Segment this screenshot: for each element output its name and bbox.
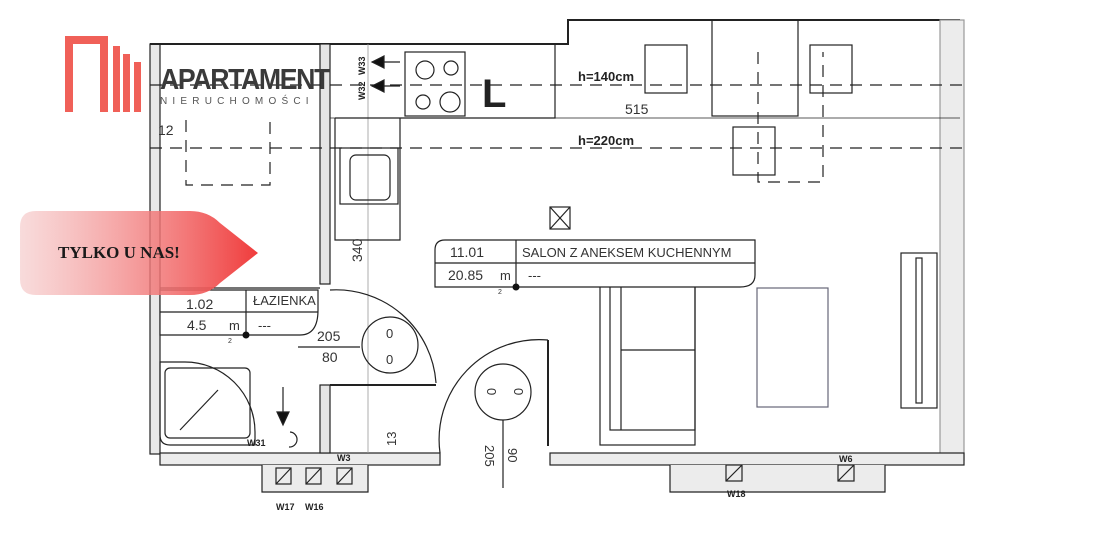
area-unit-sup: 2 xyxy=(228,338,232,345)
dimension-90: 90 xyxy=(505,448,520,462)
tv-cabinet xyxy=(900,252,938,409)
label-w32: W32 xyxy=(357,81,367,100)
outer-walls xyxy=(149,19,965,493)
dashed-height-lines xyxy=(150,52,965,186)
dimension-205-entrance: 205 xyxy=(482,445,497,467)
logo-bars-icon xyxy=(65,36,141,112)
room-extra-bathroom: --- xyxy=(258,318,271,333)
shower xyxy=(159,361,256,446)
area-unit: m xyxy=(500,268,511,283)
height-label-140: h=140cm xyxy=(578,69,634,84)
room-area-salon: 20.85 xyxy=(448,267,483,283)
area-unit-sup: 2 xyxy=(498,289,502,296)
room-area-bathroom: 4.5 xyxy=(187,317,207,333)
door-mark: 0 xyxy=(511,388,526,395)
dimension-340: 340 xyxy=(349,238,365,262)
area-unit: m xyxy=(229,318,240,333)
kitchen-mark: L xyxy=(482,72,506,116)
label-w16: W16 xyxy=(305,502,324,512)
door-mark: 0 xyxy=(386,326,393,341)
promo-badge: TYLKO U NAS! xyxy=(20,211,262,295)
label-w17: W17 xyxy=(276,502,295,512)
room-extra-salon: --- xyxy=(528,268,541,283)
dimension-13: 13 xyxy=(384,432,399,446)
company-logo: APARTAMENT NIERUCHOMOŚCI xyxy=(60,34,330,114)
vent-icon xyxy=(549,206,571,230)
bathroom-door-swing xyxy=(329,289,437,384)
sofa xyxy=(599,261,696,446)
room-number-salon: 11.01 xyxy=(450,244,484,260)
door-mark: 0 xyxy=(484,388,499,395)
dimension-12: 12 xyxy=(158,122,174,138)
vent-shafts xyxy=(275,464,855,485)
door-mark: 0 xyxy=(386,352,393,367)
label-w18: W18 xyxy=(727,489,746,499)
dining-table xyxy=(644,19,853,176)
room-number-bathroom: 1.02 xyxy=(186,296,213,312)
badge-text: TYLKO U NAS! xyxy=(58,243,180,262)
room-name-salon: SALON Z ANEKSEM KUCHENNYM xyxy=(522,245,732,260)
height-label-220: h=220cm xyxy=(578,133,634,148)
coffee-table xyxy=(756,287,829,408)
entrance-door-swing xyxy=(438,339,549,454)
dimension-515: 515 xyxy=(625,101,649,117)
logo-subtitle: NIERUCHOMOŚCI xyxy=(160,96,314,107)
badge-shape xyxy=(20,211,258,295)
label-w3: W3 xyxy=(337,453,351,463)
dimension-205-bathroom: 205 xyxy=(317,328,341,344)
room-name-bathroom: ŁAZIENKA xyxy=(253,293,316,308)
label-w33: W33 xyxy=(357,56,367,75)
label-w31: W31 xyxy=(247,438,266,448)
logo-name: APARTAMENT xyxy=(160,64,330,96)
dimension-80: 80 xyxy=(322,349,338,365)
label-w6: W6 xyxy=(839,454,853,464)
